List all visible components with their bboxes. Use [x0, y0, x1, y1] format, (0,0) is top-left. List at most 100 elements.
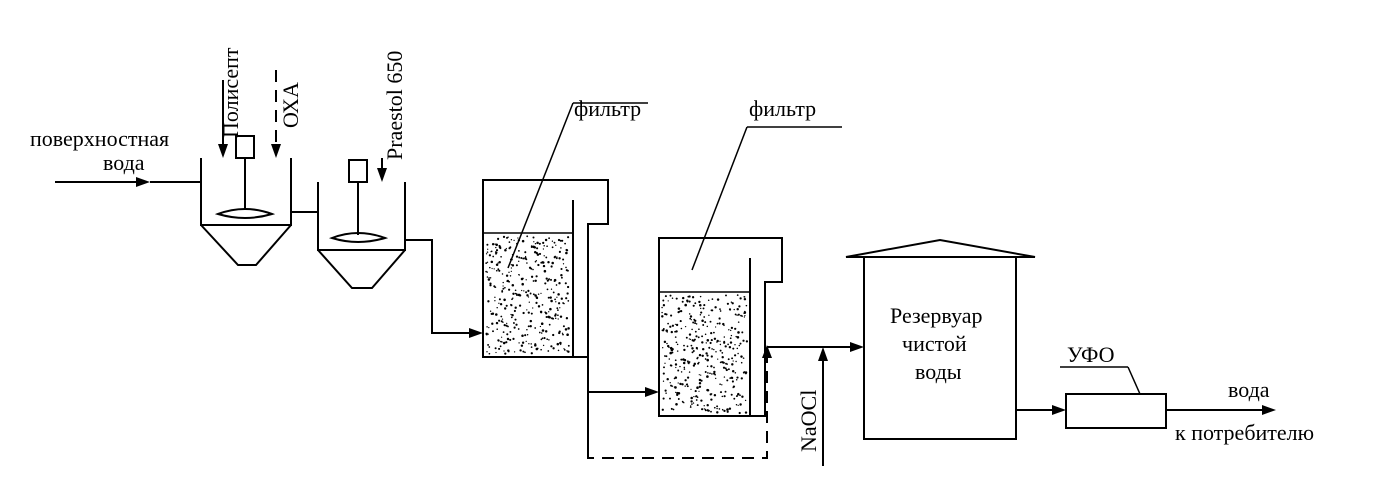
filter-grain [666, 342, 668, 345]
filter-grain [503, 350, 505, 352]
filter-grain [558, 282, 561, 285]
filter-grain [517, 260, 520, 263]
filter2-label: фильтр [749, 96, 816, 121]
filter-grain [716, 407, 718, 410]
filter1-label: фильтр [574, 96, 641, 121]
filter-grain [718, 322, 721, 325]
filter-grain [741, 395, 744, 398]
filter-grain [544, 330, 548, 333]
filter-grain [681, 296, 685, 300]
naocl-dosing: NaOCl [796, 347, 828, 466]
filter-grain [552, 333, 555, 337]
filter-grain [500, 340, 502, 343]
output-label-line1: вода [1228, 377, 1270, 402]
filter-grain [674, 330, 677, 333]
filter-grain [665, 329, 668, 332]
filter-grain [692, 350, 695, 352]
filter-grain [540, 338, 543, 341]
filter-grain [743, 312, 746, 315]
motor-2 [348, 159, 368, 183]
filter-grain [556, 296, 558, 298]
filter-grain [723, 395, 726, 398]
filter-grain [706, 388, 709, 392]
filter-grain [515, 264, 518, 267]
filter-grain [500, 320, 503, 323]
filter-grain [502, 287, 505, 290]
filter-grain [555, 257, 558, 260]
filter-grain [664, 362, 666, 364]
filter-grain [706, 354, 709, 357]
filter-grain [701, 347, 705, 351]
filter-grain [490, 260, 494, 264]
filter-grain [541, 304, 544, 306]
filter-grain [506, 322, 508, 325]
filter-grain [515, 255, 519, 258]
filter-grain [690, 344, 693, 347]
filter-grain [533, 241, 535, 243]
filter-grain [496, 251, 498, 254]
filter-grain [552, 347, 555, 350]
filter-grain [526, 294, 529, 297]
filter-grain [669, 382, 671, 384]
filter-grain [689, 338, 692, 340]
filter-grain [521, 341, 525, 344]
filter-grain [705, 352, 708, 355]
filter-grain [532, 236, 535, 239]
filter-grain [677, 382, 679, 384]
filter-grain [704, 321, 707, 324]
filter-grain [688, 362, 690, 365]
filter-grain [488, 352, 491, 355]
filter-grain [547, 315, 550, 319]
filter-grain [674, 336, 677, 338]
filter-grain [542, 264, 546, 268]
filter-grain [508, 271, 510, 274]
filter-grain [702, 307, 705, 310]
filter-grain [522, 311, 525, 315]
filter-grain [562, 302, 564, 304]
arrow-head [1262, 405, 1276, 415]
filter-grain [740, 355, 743, 358]
filter-grain [564, 328, 568, 331]
filter-grain [526, 235, 529, 238]
filter-grain [677, 369, 680, 372]
filter-grain [662, 397, 665, 400]
output-water-stream: вода к потребителю [1166, 377, 1314, 445]
filter-grain [493, 285, 496, 288]
filter-grain [547, 278, 550, 281]
filter-grain [513, 351, 516, 353]
filter-grain [512, 292, 515, 295]
filter-grain [700, 307, 702, 310]
filter-grain [498, 269, 501, 272]
filter-grain [670, 407, 673, 410]
filter-grain [513, 326, 516, 329]
filter-grain [721, 361, 723, 363]
filter-grain [565, 248, 568, 252]
filter-grain [690, 388, 692, 391]
filter-grain [710, 365, 713, 368]
filter-grain [540, 322, 544, 325]
filter-grain [506, 333, 509, 336]
filter-grain [685, 383, 688, 386]
filter-grain [693, 319, 697, 323]
filter-grain [743, 371, 745, 373]
filter-grain [713, 337, 717, 340]
filter-grain [713, 348, 715, 351]
filter-grain [730, 301, 733, 303]
filter-grain [495, 351, 497, 354]
filter-grain [677, 392, 681, 395]
filter-grain [719, 349, 722, 352]
filter-grain [730, 334, 733, 337]
filter-grain [550, 345, 553, 348]
filter-grain [732, 360, 734, 362]
filter-grain [704, 371, 707, 373]
filter-grain [713, 393, 717, 397]
filter-grain [745, 340, 749, 343]
filter-grain [690, 405, 692, 407]
filter-grain [495, 249, 499, 252]
filter-grain [491, 322, 494, 325]
filter-grain [553, 241, 556, 244]
filter-grain [680, 358, 683, 361]
filter-grain [557, 349, 560, 352]
filter-grain [670, 330, 673, 334]
filter-grain [710, 355, 713, 358]
